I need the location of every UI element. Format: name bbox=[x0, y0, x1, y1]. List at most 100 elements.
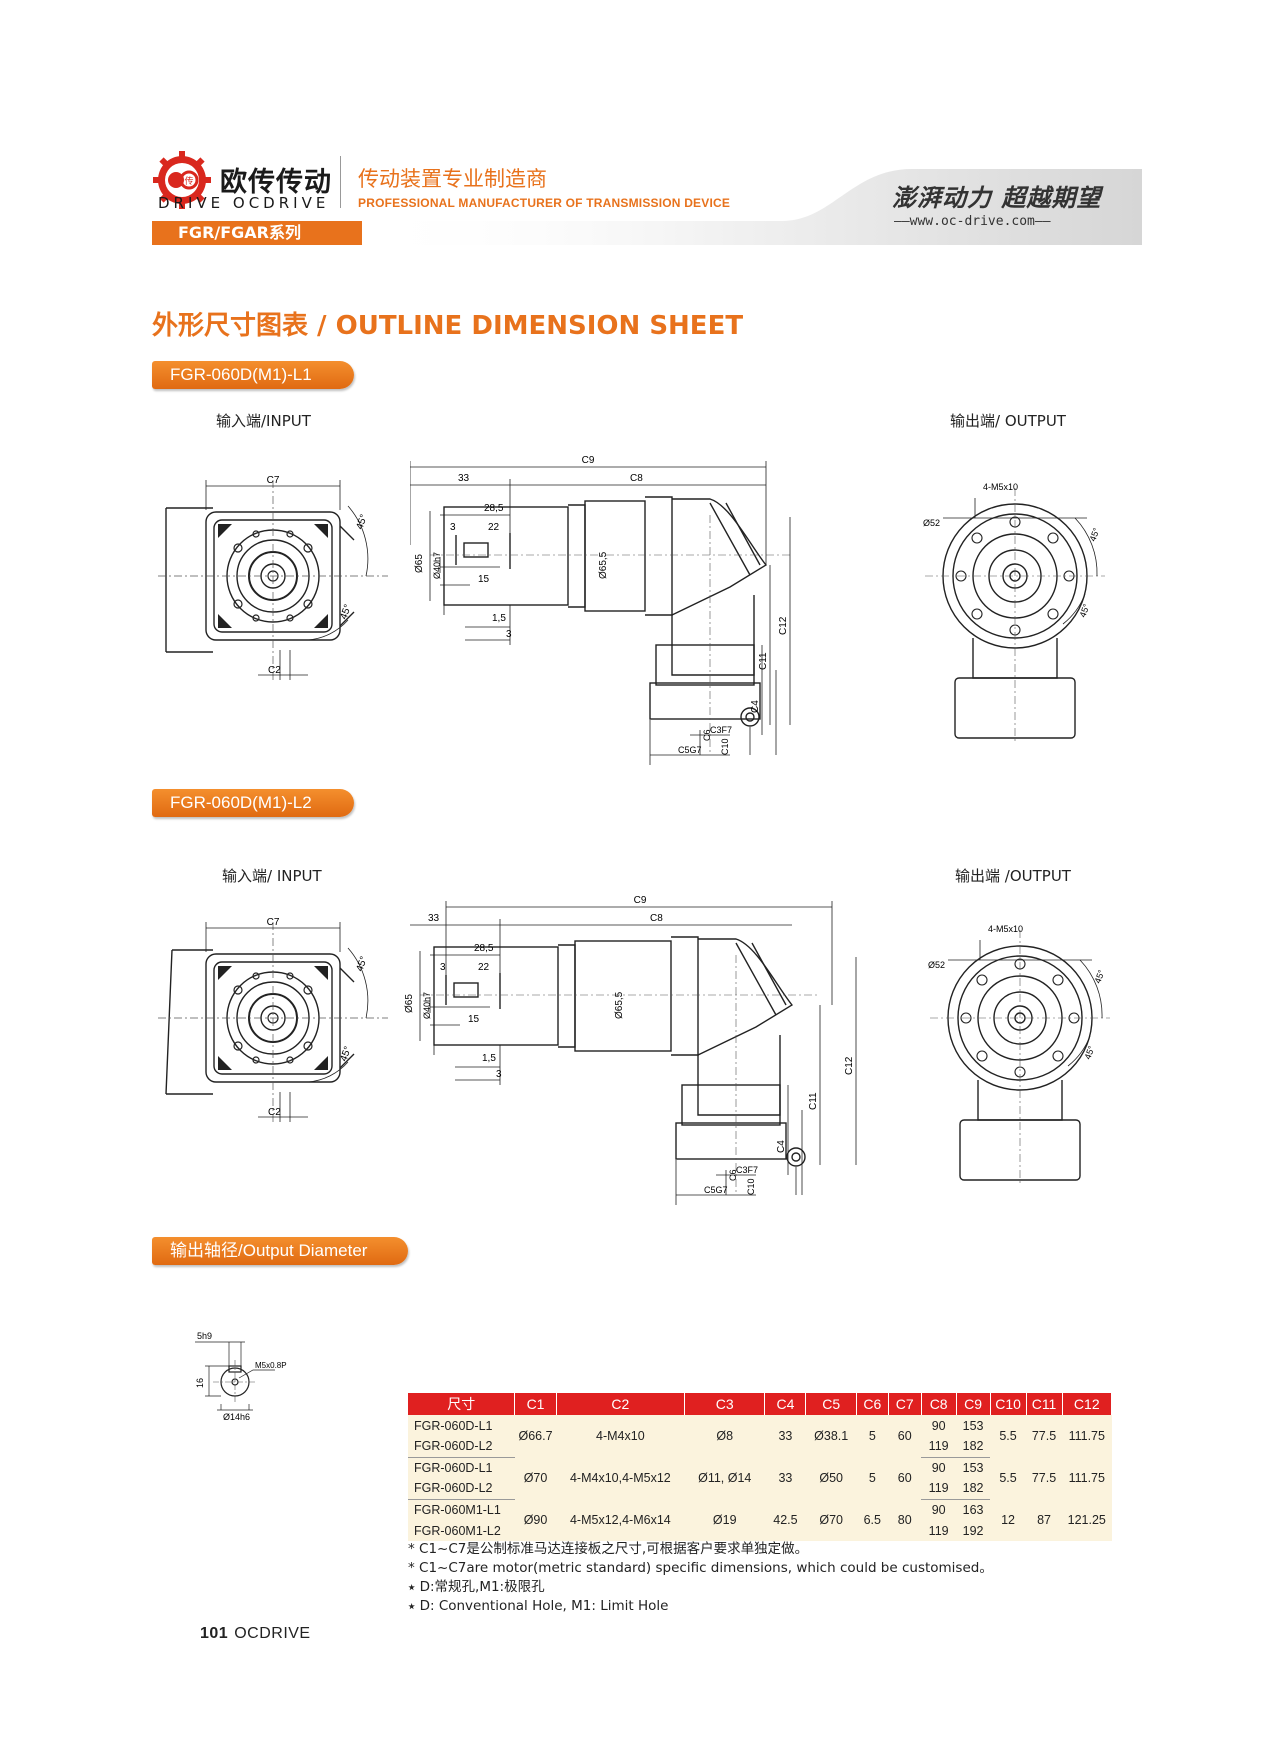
table-cell: 6.5 bbox=[856, 1499, 889, 1541]
svg-text:45°: 45° bbox=[1077, 602, 1091, 619]
svg-text:C9: C9 bbox=[582, 455, 595, 466]
note-line: * C1~C7are motor(metric standard) specif… bbox=[408, 1560, 993, 1576]
output-view-drawing-l1: 4-M5x10 Ø52 45° 45° bbox=[915, 478, 1115, 753]
table-cell: 77.5 bbox=[1026, 1457, 1063, 1499]
table-cell: 77.5 bbox=[1026, 1415, 1063, 1457]
svg-text:3: 3 bbox=[450, 522, 456, 533]
table-header: 尺寸 bbox=[408, 1393, 516, 1415]
input-view-drawing-l2: C7 45° 45° C2 bbox=[158, 912, 388, 1132]
model-cell: FGR-060M1-L1 bbox=[408, 1499, 515, 1520]
table-cell: 80 bbox=[888, 1499, 922, 1541]
series-badge: FGR/FGAR系列 bbox=[152, 221, 362, 245]
table-row: FGR-060D-L1 Ø70 4-M4x10,4-M5x12 Ø11, Ø14… bbox=[408, 1457, 1112, 1499]
svg-text:C8: C8 bbox=[650, 913, 663, 924]
svg-text:5h9: 5h9 bbox=[197, 1331, 212, 1341]
table-cell: Ø70 bbox=[514, 1457, 557, 1499]
model-cell: FGR-060D-L2 bbox=[408, 1436, 515, 1458]
table-cell: 5 bbox=[856, 1415, 889, 1457]
table-cell: 119 bbox=[921, 1520, 957, 1541]
table-cell: Ø70 bbox=[805, 1499, 857, 1541]
table-header: C6 bbox=[856, 1393, 889, 1415]
table-header: C2 bbox=[556, 1393, 686, 1415]
svg-text:22: 22 bbox=[488, 522, 500, 533]
table-cell: 182 bbox=[956, 1436, 991, 1458]
input-view-drawing-l1: C7 45° 45° C2 bbox=[158, 470, 388, 690]
table-cell: 5.5 bbox=[990, 1415, 1027, 1457]
page-number: 101 bbox=[200, 1625, 229, 1642]
table-header: C8 bbox=[921, 1393, 957, 1415]
svg-text:传: 传 bbox=[184, 175, 193, 187]
side-view-drawing-l2: C9 33 C8 28,5 3 22 15 1,5 3 Ø65 Ø40h7 Ø6… bbox=[400, 895, 920, 1240]
table-cell: 182 bbox=[956, 1478, 991, 1500]
note-line: ⭑ D:常规孔,M1:极限孔 bbox=[408, 1579, 545, 1595]
table-cell: 60 bbox=[888, 1415, 922, 1457]
svg-text:45°: 45° bbox=[354, 513, 370, 531]
svg-text:Ø52: Ø52 bbox=[923, 518, 940, 528]
gear-logo-icon: 传 bbox=[153, 151, 211, 209]
svg-text:28,5: 28,5 bbox=[474, 943, 494, 954]
input-view-label-l2: 输入端/ INPUT bbox=[222, 867, 322, 885]
table-cell: 4-M4x10,4-M5x12 bbox=[556, 1457, 685, 1499]
tagline-cn: 传动装置专业制造商 bbox=[358, 167, 547, 191]
svg-text:Ø65: Ø65 bbox=[414, 554, 425, 573]
svg-text:45°: 45° bbox=[354, 955, 370, 973]
svg-text:C4: C4 bbox=[776, 1140, 787, 1153]
table-cell: Ø19 bbox=[684, 1499, 765, 1541]
table-cell: 90 bbox=[921, 1415, 957, 1436]
brand-name-cn: 欧传传动 bbox=[220, 167, 332, 198]
svg-text:Ø65,5: Ø65,5 bbox=[598, 551, 609, 579]
svg-text:45°: 45° bbox=[1087, 526, 1101, 543]
svg-text:C5G7: C5G7 bbox=[678, 745, 702, 755]
table-cell: 87 bbox=[1026, 1499, 1063, 1541]
table-cell: 111.75 bbox=[1062, 1415, 1112, 1457]
svg-text:45°: 45° bbox=[1092, 968, 1106, 985]
svg-text:C12: C12 bbox=[778, 616, 789, 635]
svg-text:C7: C7 bbox=[267, 917, 280, 928]
model-cell: FGR-060M1-L2 bbox=[408, 1520, 515, 1541]
svg-text:Ø65,5: Ø65,5 bbox=[614, 991, 625, 1019]
table-cell: 192 bbox=[956, 1520, 991, 1541]
table-cell: 119 bbox=[921, 1436, 957, 1458]
section-label-l1: FGR-060D(M1)-L1 bbox=[152, 361, 354, 389]
svg-text:1,5: 1,5 bbox=[482, 1053, 496, 1064]
svg-text:45°: 45° bbox=[1082, 1044, 1096, 1061]
model-cell: FGR-060D-L1 bbox=[408, 1415, 515, 1436]
table-cell: 60 bbox=[888, 1457, 922, 1499]
svg-text:C5G7: C5G7 bbox=[704, 1185, 728, 1195]
table-cell: 163 bbox=[956, 1499, 991, 1520]
table-cell: 4-M4x10 bbox=[556, 1415, 685, 1457]
table-cell: Ø66.7 bbox=[514, 1415, 557, 1457]
svg-text:C4: C4 bbox=[750, 700, 761, 713]
website-url[interactable]: ——www.oc-drive.com—— bbox=[894, 214, 1051, 229]
table-cell: 33 bbox=[764, 1457, 806, 1499]
svg-text:C11: C11 bbox=[758, 652, 769, 670]
table-cell: Ø11, Ø14 bbox=[684, 1457, 765, 1499]
svg-text:4-M5x10: 4-M5x10 bbox=[988, 924, 1023, 934]
table-cell: 90 bbox=[921, 1499, 957, 1520]
svg-text:C3F7: C3F7 bbox=[736, 1165, 758, 1175]
table-header-row: 尺寸 C1 C2 C3 C4 C5 C6 C7 C8 C9 C10 C11 C1… bbox=[408, 1393, 1113, 1415]
svg-text:4-M5x10: 4-M5x10 bbox=[983, 482, 1018, 492]
tagline-en: PROFESSIONAL MANUFACTURER OF TRANSMISSIO… bbox=[358, 196, 731, 210]
table-cell: 42.5 bbox=[764, 1499, 806, 1541]
slogan: 澎湃动力 超越期望 bbox=[892, 183, 1102, 212]
table-cell: 90 bbox=[921, 1457, 957, 1478]
svg-text:C9: C9 bbox=[634, 895, 647, 906]
svg-text:Ø40h7: Ø40h7 bbox=[432, 552, 442, 579]
output-view-label-l1: 输出端/ OUTPUT bbox=[950, 412, 1066, 430]
svg-text:16: 16 bbox=[195, 1378, 205, 1388]
svg-text:15: 15 bbox=[478, 574, 490, 585]
output-view-label-l2: 输出端 /OUTPUT bbox=[955, 867, 1071, 885]
svg-text:C10: C10 bbox=[720, 738, 730, 755]
output-diameter-label: 输出轴径/Output Diameter bbox=[152, 1237, 408, 1265]
table-row: FGR-060M1-L2 119 192 bbox=[408, 1520, 1112, 1541]
svg-text:3: 3 bbox=[496, 1069, 502, 1080]
table-row: FGR-060D-L1 Ø66.7 4-M4x10 Ø8 33 Ø38.1 5 … bbox=[408, 1415, 1112, 1457]
table-cell: 153 bbox=[956, 1457, 991, 1478]
svg-text:Ø14h6: Ø14h6 bbox=[223, 1412, 250, 1420]
svg-text:C2: C2 bbox=[268, 1107, 281, 1118]
note-line: * C1~C7是公制标准马达连接板之尺寸,可根据客户要求单独定做。 bbox=[408, 1541, 809, 1557]
svg-text:Ø40h7: Ø40h7 bbox=[422, 992, 432, 1019]
side-view-drawing-l1: C9 33 C8 28,5 3 22 15 1,5 3 Ø65 Ø40h7 Ø6… bbox=[410, 455, 870, 800]
svg-text:3: 3 bbox=[440, 962, 446, 973]
